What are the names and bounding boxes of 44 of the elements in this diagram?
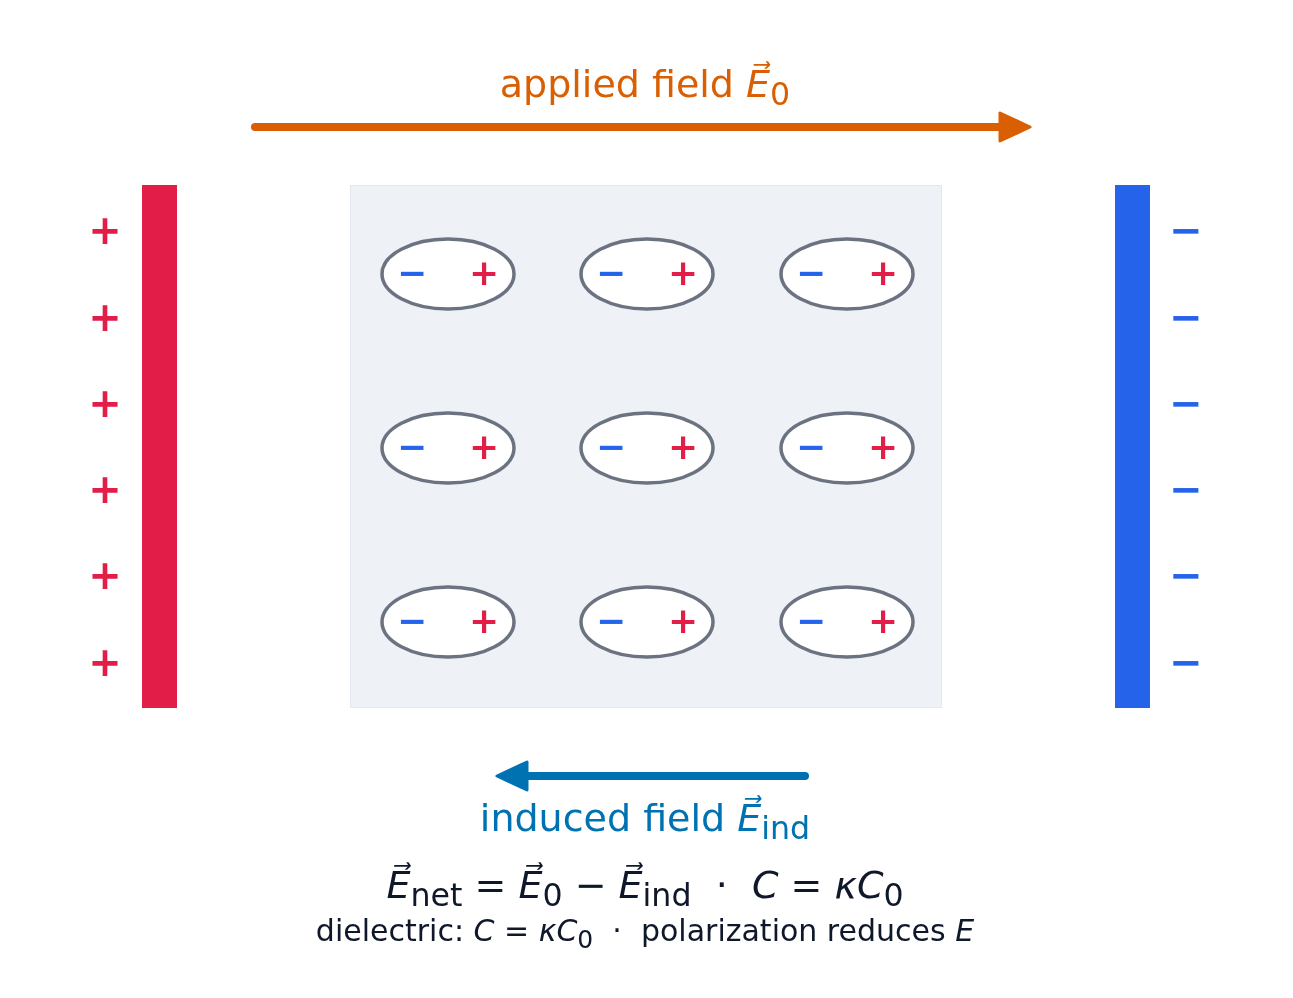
charge-sign: +: [667, 255, 699, 291]
charge-sign: −: [595, 603, 627, 639]
field-label: applied field E⃗$_{0}$: [499, 63, 791, 113]
charge-sign: −: [1169, 642, 1203, 682]
charge-sign: −: [1169, 469, 1203, 509]
charge-sign: +: [88, 469, 122, 509]
charge-sign: −: [1169, 210, 1203, 250]
dipole-ellipse: [380, 411, 516, 485]
charge-sign: −: [1169, 383, 1203, 423]
charge-sign: −: [1169, 555, 1203, 595]
charge-sign: +: [468, 255, 500, 291]
dipole-ellipse: [779, 411, 915, 485]
dipole-ellipse: [779, 585, 915, 659]
charge-sign: −: [1169, 297, 1203, 337]
charge-sign: +: [667, 603, 699, 639]
charge-sign: −: [396, 603, 428, 639]
charge-sign: +: [88, 210, 122, 250]
dipole-ellipse: [579, 585, 715, 659]
charge-sign: +: [867, 429, 899, 465]
field-label: induced field E⃗$_{ind}$: [479, 797, 811, 847]
charge-sign: +: [88, 297, 122, 337]
charge-sign: −: [595, 255, 627, 291]
charge-sign: −: [396, 255, 428, 291]
charge-sign: +: [88, 642, 122, 682]
charge-sign: +: [468, 603, 500, 639]
equation: E⃗$_{net}$ = E⃗$_{0}$ − E⃗$_{ind}$ · C = κC$_{0}$: [386, 864, 904, 914]
dipole-ellipse: [579, 237, 715, 311]
charge-sign: +: [867, 603, 899, 639]
charge-sign: +: [667, 429, 699, 465]
charge-sign: +: [88, 555, 122, 595]
dipole-ellipse: [779, 237, 915, 311]
dipole-ellipse: [380, 585, 516, 659]
dipole-ellipse: [579, 411, 715, 485]
charge-sign: −: [795, 429, 827, 465]
charge-sign: −: [396, 429, 428, 465]
charge-sign: −: [595, 429, 627, 465]
charge-sign: −: [795, 603, 827, 639]
dipole-ellipse: [380, 237, 516, 311]
charge-sign: +: [468, 429, 500, 465]
charge-sign: +: [88, 383, 122, 423]
charge-sign: +: [867, 255, 899, 291]
dielectric-slab: [350, 185, 942, 708]
caption-text: dielectric: C = κC$_{0}$ · polarization reduces E: [315, 914, 975, 954]
charge-sign: −: [795, 255, 827, 291]
